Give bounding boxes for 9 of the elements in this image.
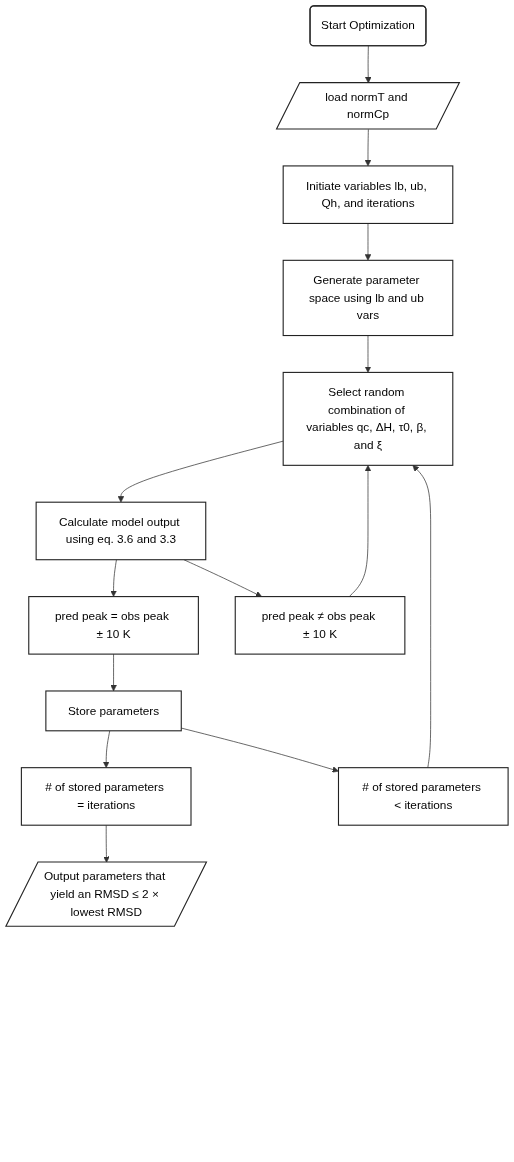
node-box: pred peak = obs peak ± 10 K [28,596,199,655]
node-box: Store parameters [45,690,182,732]
node-box: Initiate variables lb, ub, Qh, and iterations [282,165,454,224]
node-box: Select random combination of variables qc, ΔH, τ0, β, and ξ [282,371,454,466]
node-box: pred peak ≠ obs peak ± 10 K [234,596,406,655]
node-box: Generate parameter space using lb and ub vars [282,259,454,337]
node-box: # of stored parameters < iterations [337,767,509,826]
node-box: # of stored parameters = iterations [20,767,192,826]
node-box: Calculate model output using eq. 3.6 and 3.3 [35,501,207,561]
